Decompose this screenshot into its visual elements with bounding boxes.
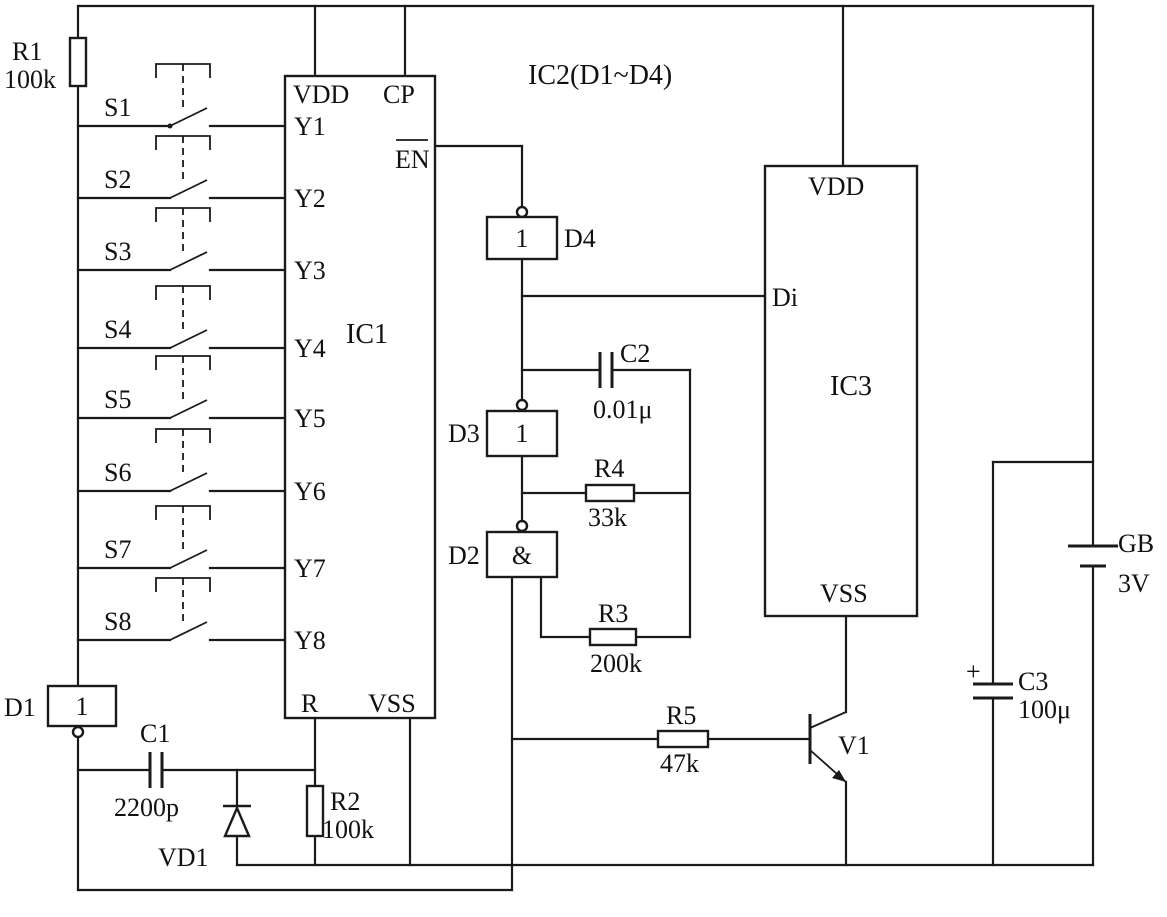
capacitor-c3: + C3 100μ (966, 657, 1071, 724)
gate-d2-symbol: & (512, 541, 532, 570)
gate-d4-label: D4 (564, 224, 596, 253)
resistor-r5: R5 47k (656, 701, 710, 778)
ic1-name: IC1 (346, 319, 388, 350)
gate-d3-label: D3 (448, 419, 480, 448)
c3-plus: + (966, 657, 981, 686)
ic3-vdd-label: VDD (808, 172, 864, 201)
gate-d1-label: D1 (4, 693, 36, 722)
r2-name: R2 (330, 787, 360, 816)
resistor-r3: R3 200k (588, 599, 642, 678)
switch-s6: S6 (104, 428, 211, 492)
gate-d2: & D2 (448, 519, 559, 579)
capacitor-c1: C1 2200p (114, 719, 179, 822)
ic1-y4-label: Y4 (294, 334, 326, 363)
switch-s2: S2 (104, 135, 211, 199)
ic3-di-label: Di (772, 283, 798, 312)
switch-s8-label: S8 (104, 607, 131, 636)
ic1-y3-label: Y3 (294, 256, 326, 285)
switch-s4: S4 (104, 285, 211, 349)
ic1-y1-label: Y1 (294, 112, 326, 141)
gb-value: 3V (1118, 569, 1150, 598)
diode-vd1: VD1 (158, 804, 251, 872)
ic1-vss-label: VSS (368, 689, 416, 718)
gate-d3: 1 D3 (448, 398, 559, 458)
capacitor-c2: C2 0.01μ (593, 339, 652, 424)
resistor-r4: R4 33k (584, 454, 636, 532)
switch-s4-label: S4 (104, 315, 131, 344)
c3-value: 100μ (1018, 695, 1071, 724)
r4-value: 33k (588, 503, 627, 532)
ic3-chip: VDD Di IC3 VSS (763, 164, 919, 618)
r4-name: R4 (594, 454, 624, 483)
c3-name: C3 (1018, 667, 1048, 696)
ic1-vdd-label: VDD (293, 80, 349, 109)
gate-d4-symbol: 1 (516, 224, 529, 253)
ic1-r-label: R (301, 689, 319, 718)
r3-name: R3 (598, 599, 628, 628)
resistor-r2: R2 100k (305, 784, 374, 844)
wiring (76, 4, 1095, 892)
resistor-r1: R1 100k (4, 36, 88, 94)
switch-s1-label: S1 (104, 93, 131, 122)
switch-s5: S5 (104, 355, 211, 419)
gate-d1-symbol: 1 (76, 692, 89, 721)
ic3-vss-label: VSS (820, 579, 868, 608)
ic1-chip: VDD CP EN IC1 R VSS Y1 Y2 Y3 Y4 Y5 Y6 Y7… (283, 74, 437, 720)
r1-value: 100k (4, 65, 56, 94)
gate-d4: 1 D4 (485, 205, 596, 261)
gate-d1: 1 D1 (4, 684, 118, 739)
gate-d3-symbol: 1 (516, 419, 529, 448)
ic1-en-label: EN (395, 145, 430, 174)
c2-value: 0.01μ (593, 395, 652, 424)
ic1-cp-label: CP (383, 80, 415, 109)
ic2-title: IC2(D1~D4) (528, 60, 672, 91)
switch-s7: S7 (104, 505, 211, 569)
ic3-name: IC3 (830, 371, 872, 402)
switch-s2-label: S2 (104, 165, 131, 194)
r1-name: R1 (12, 37, 42, 66)
c1-value: 2200p (114, 793, 179, 822)
r3-value: 200k (590, 649, 642, 678)
gate-d2-label: D2 (448, 541, 480, 570)
ic1-y7-label: Y7 (294, 554, 326, 583)
r2-value: 100k (322, 815, 374, 844)
v1-name: V1 (838, 731, 870, 760)
switch-s6-label: S6 (104, 458, 131, 487)
ic1-y5-label: Y5 (294, 404, 326, 433)
switch-s5-label: S5 (104, 385, 131, 414)
r5-name: R5 (666, 701, 696, 730)
switch-s1: S1 (104, 63, 211, 129)
switch-s8: S8 (104, 577, 211, 641)
gb-name: GB (1118, 529, 1154, 558)
switch-s7-label: S7 (104, 535, 131, 564)
ic1-y8-label: Y8 (294, 626, 326, 655)
switch-s3-label: S3 (104, 237, 131, 266)
c1-name: C1 (140, 719, 170, 748)
ic1-y6-label: Y6 (294, 477, 326, 506)
r5-value: 47k (660, 749, 699, 778)
battery-gb: GB 3V (1068, 529, 1154, 598)
vd1-name: VD1 (158, 843, 209, 872)
ic1-y2-label: Y2 (294, 184, 326, 213)
transistor-v1: V1 (808, 711, 870, 783)
switch-s3: S3 (104, 207, 211, 271)
c2-name: C2 (620, 339, 650, 368)
